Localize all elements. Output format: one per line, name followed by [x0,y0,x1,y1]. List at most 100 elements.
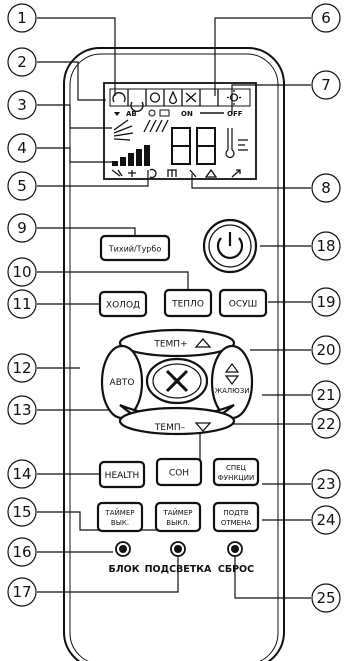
auto-mode-icon [112,92,126,103]
callout-18 [311,231,341,261]
callout-number-10: 10 [12,263,31,281]
quiet-turbo-button[interactable]: Тихий/Турбо [99,234,171,262]
callout-number-22: 22 [316,415,335,433]
clock-icon [148,109,156,117]
timer-on-button[interactable]: ТАЙМЕР ВЫК. [96,501,144,533]
special-functions-button[interactable]: СПЕЦ ФУНКЦИИ [212,457,260,487]
heat-button[interactable]: ТЕПЛО [163,288,213,318]
callout-5 [7,171,37,201]
lcd-off-label: OFF [227,110,243,118]
callout-19 [311,287,341,317]
reset-label: СБРОС [218,564,254,575]
callout-2 [7,47,37,77]
callout-number-13: 13 [12,401,31,419]
callout-13 [7,395,37,425]
sleep-label: СОН [169,469,189,479]
lcd-ab-label: AB [126,110,137,118]
callout-number-14: 14 [12,465,31,483]
snowflake-icon [149,92,161,103]
callout-number-11: 11 [12,295,31,313]
callout-11 [7,289,37,319]
callout-23 [311,469,341,499]
callout-3 [7,90,37,120]
lock-button[interactable] [115,541,131,557]
lcd-on-label: ON [181,110,193,118]
sun-icon [229,93,239,102]
temp-up-label: ТЕМП+ [153,340,187,350]
temp-down-button[interactable]: ТЕМП– [118,403,236,436]
callout-1 [7,3,37,33]
confirm-label-line2: ОТМЕНА [221,519,252,527]
callout-10 [7,257,37,287]
callout-numbers: 1 2 3 4 5 9 10 11 12 13 14 15 16 17 6 7 … [12,9,335,607]
callout-7 [311,70,341,100]
callout-9 [7,213,37,243]
sleep-button[interactable]: СОН [155,457,203,487]
callout-number-17: 17 [12,583,31,601]
remote-body-inner [69,53,279,661]
cool-mode-icon [130,101,144,112]
callout-number-7: 7 [321,76,331,94]
timer-off-label-line1: ТАЙМЕР [163,508,193,517]
triangle-up-icon [194,338,212,348]
callout-14 [7,459,37,489]
reset-button[interactable] [227,541,243,557]
callout-number-19: 19 [316,293,335,311]
cool-label: ХОЛОД [106,301,140,311]
wifi-icon [114,112,120,116]
temp-up-button[interactable]: ТЕМП+ [118,328,236,358]
callout-number-5: 5 [17,177,27,195]
fan-button[interactable] [145,357,209,405]
power-button[interactable] [202,218,258,274]
callout-number-20: 20 [316,341,335,359]
callout-number-15: 15 [12,503,31,521]
callout-number-23: 23 [316,475,335,493]
backlight-label: ПОДСВЕТКА [145,564,212,575]
backlight-button[interactable] [170,541,186,557]
callout-12 [7,353,37,383]
auto-button[interactable]: АВТО [100,344,144,420]
health-button[interactable]: HEALTH [98,460,146,489]
triangle-down-icon [194,422,212,432]
callout-21 [311,380,341,410]
seven-segment-digits [171,127,216,165]
confirm-cancel-button[interactable]: ПОДТВ ОТМЕНА [212,501,260,533]
special-label-line2: ФУНКЦИИ [218,474,254,482]
callout-number-21: 21 [316,386,335,404]
dry-button[interactable]: ОСУШ [218,288,268,318]
lcd-display: AB ON OFF [103,82,257,180]
dry-label: ОСУШ [229,300,257,310]
callout-number-12: 12 [12,359,31,377]
lock-label: БЛОК [109,564,140,575]
drop-icon [168,90,178,105]
callout-4 [7,133,37,163]
power-icon [216,237,244,260]
callout-6 [311,3,341,33]
callout-17 [7,577,37,607]
callout-leaders [37,17,311,599]
heat-label: ТЕПЛО [171,300,204,310]
callout-number-6: 6 [321,9,331,27]
health-label: HEALTH [105,471,140,481]
callout-24 [311,505,341,535]
timer-on-label-line2: ВЫК. [111,519,129,527]
callout-22 [311,409,341,439]
timer-off-button[interactable]: ТАЙМЕР ВЫКЛ. [154,501,202,533]
callout-number-8: 8 [321,179,331,197]
callout-number-4: 4 [17,139,27,157]
callout-16 [7,537,37,567]
temp-indicator [225,128,248,158]
lcd-bottom-icons [111,168,241,179]
special-label-line1: СПЕЦ [226,464,247,472]
timer-on-label-line1: ТАЙМЕР [105,508,135,517]
louver-label: ЖАЛЮЗИ [215,387,250,395]
temp-down-label: ТЕМП– [154,423,186,433]
callout-number-25: 25 [316,589,335,607]
cool-button[interactable]: ХОЛОД [98,290,148,318]
callout-number-16: 16 [12,543,31,561]
louver-button[interactable]: ЖАЛЮЗИ [210,344,254,420]
callout-8 [311,173,341,203]
swing-arrows-icon [224,363,240,385]
auto-label: АВТО [110,378,135,388]
callout-number-3: 3 [17,96,27,114]
